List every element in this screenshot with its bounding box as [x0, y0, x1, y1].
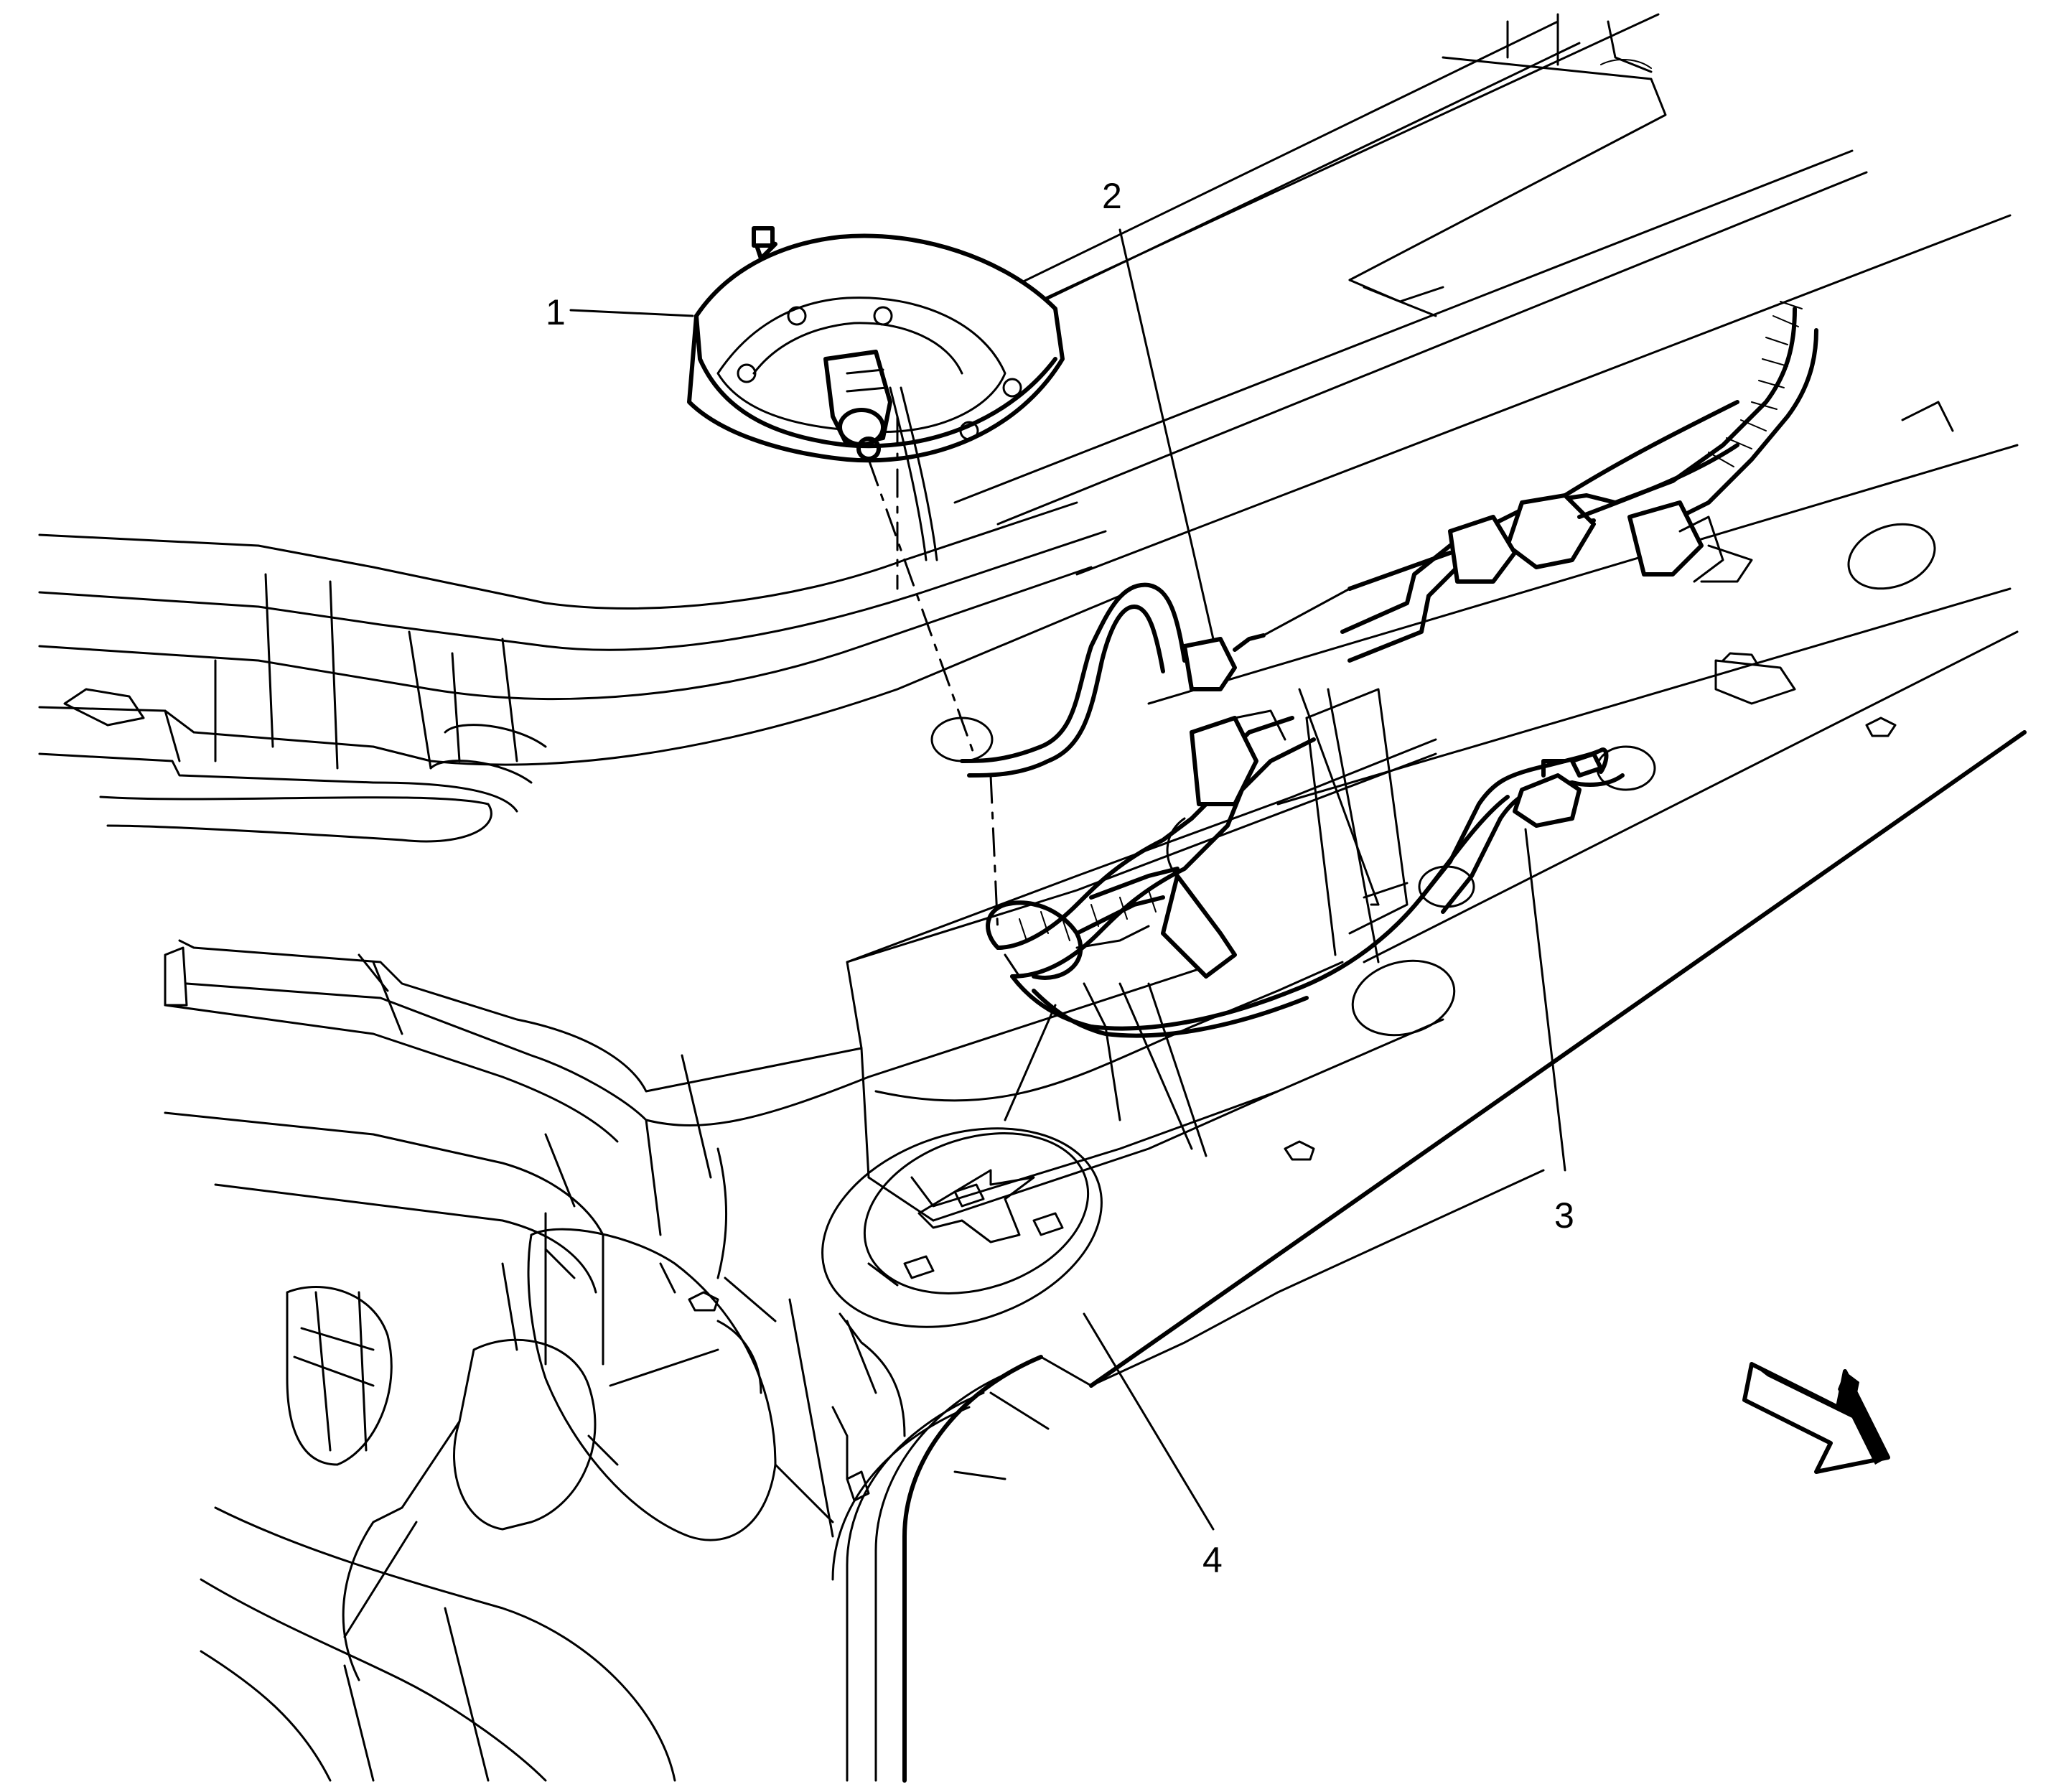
callout-2: 2 — [1102, 176, 1215, 640]
roof-antenna-base — [687, 226, 1065, 561]
roof-structure — [38, 13, 2027, 1783]
callout-label-2: 2 — [1102, 176, 1122, 216]
callout-label-3: 3 — [1554, 1195, 1574, 1236]
callout-label-4: 4 — [1202, 1540, 1223, 1580]
view-direction-arrow-icon — [1742, 1362, 1890, 1474]
callout-1: 1 — [546, 292, 694, 332]
callout-label-1: 1 — [546, 292, 566, 332]
antenna-cable-harness — [960, 301, 1818, 1157]
callout-4: 4 — [1083, 1312, 1223, 1580]
callout-3: 3 — [1524, 828, 1574, 1236]
